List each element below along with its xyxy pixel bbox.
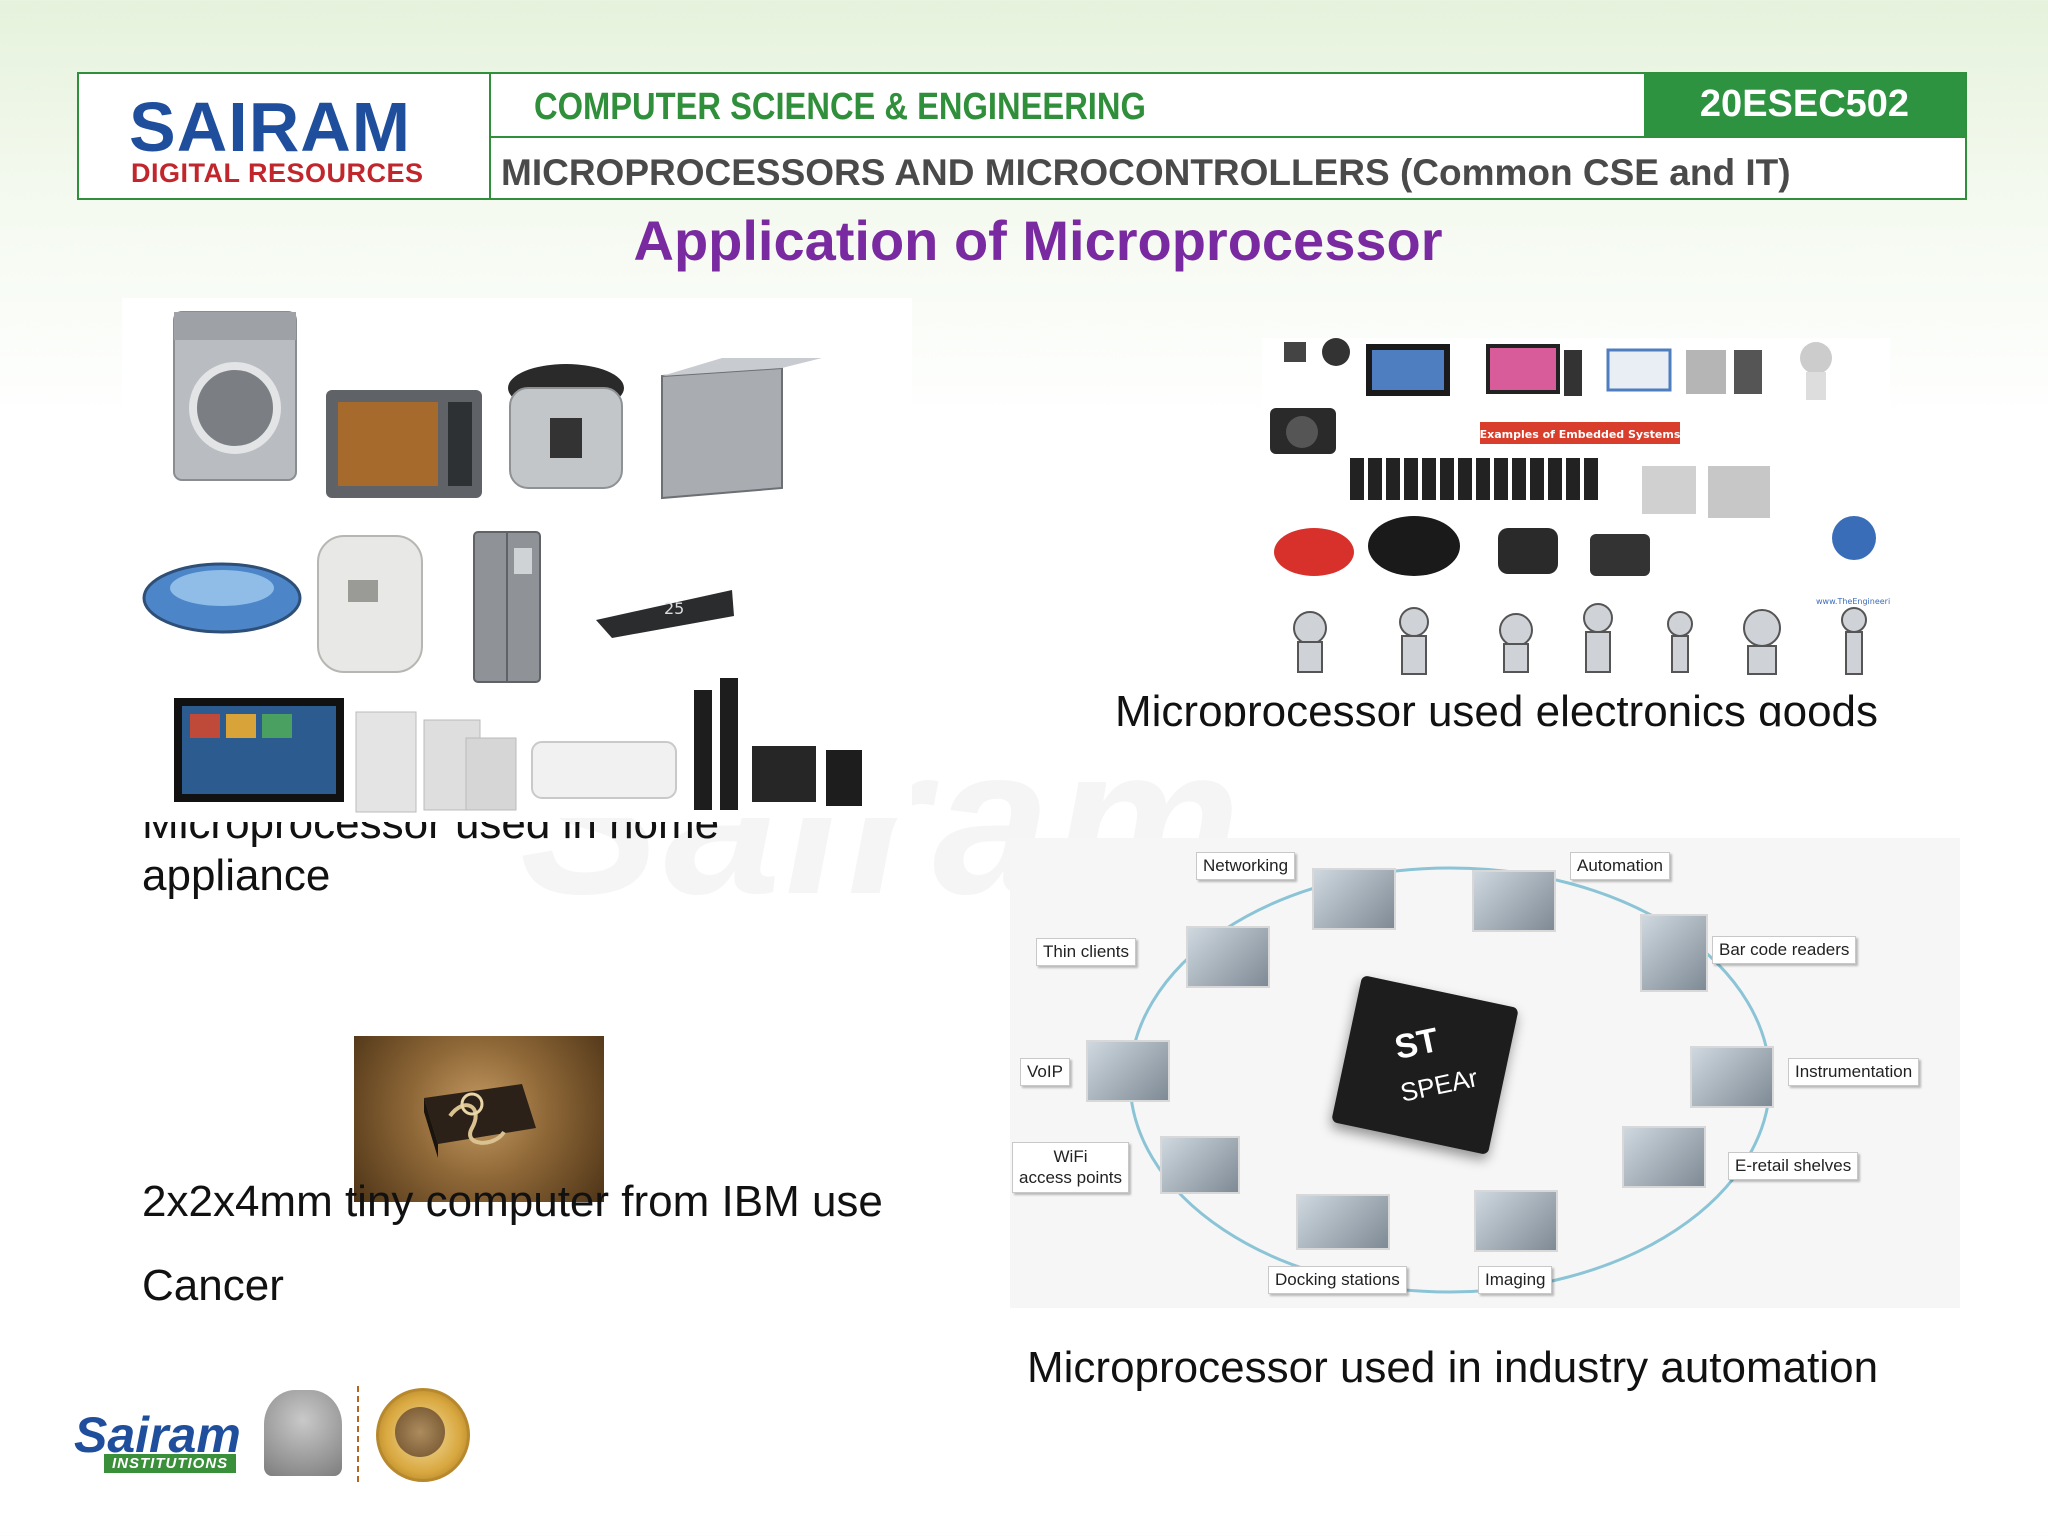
automation-image [1472, 870, 1556, 932]
e-retail-label: E-retail shelves [1728, 1152, 1859, 1180]
department-title: COMPUTER SCIENCE & ENGINEERING [534, 86, 1146, 128]
sairam-institutions-logo: Sairam [74, 1407, 241, 1463]
home-appliance-caption-line2: appliance [142, 851, 331, 900]
wifi-label: WiFi access points [1012, 1142, 1129, 1193]
docking-station-image [1296, 1194, 1390, 1250]
digital-resources-label: DIGITAL RESOURCES [131, 158, 424, 188]
instrumentation-image [1690, 1046, 1774, 1108]
electronics-credit: www.TheEngineeringProjects.com [1816, 597, 1890, 606]
slide-header: SAIRAM DIGITAL RESOURCES COMPUTER SCIENC… [77, 72, 1967, 200]
docking-stations-label: Docking stations [1268, 1266, 1407, 1294]
sairam-logo: SAIRAM [129, 88, 412, 166]
embedded-systems-banner: Examples of Embedded Systems [1480, 428, 1681, 441]
automation-label: Automation [1570, 852, 1670, 880]
ibm-chip-illustration [424, 1084, 536, 1158]
instrumentation-label: Instrumentation [1788, 1058, 1920, 1086]
subject-title: MICROPROCESSORS AND MICROCONTROLLERS (Co… [501, 152, 1791, 193]
ibm-caption-line2: Cancer [142, 1261, 284, 1310]
ibm-caption-line1: 2x2x4mm tiny computer from IBM use [142, 1177, 883, 1226]
home-appliances-illustration: 25 [142, 311, 862, 813]
institutions-tag: INSTITUTIONS [104, 1454, 237, 1473]
bar-code-readers-label: Bar code readers [1712, 936, 1857, 964]
electronics-illustration: Examples of Embedded Systems www.TheEngi… [1270, 338, 1952, 675]
networking-label: Networking [1196, 852, 1296, 880]
course-code-cell: 20ESEC502 [1644, 74, 1965, 136]
wifi-label-line2: access points [1019, 1168, 1122, 1188]
networking-image [1312, 868, 1396, 930]
wifi-access-point-image [1160, 1136, 1240, 1194]
e-retail-image [1622, 1126, 1706, 1188]
thin-clients-label: Thin clients [1036, 938, 1136, 966]
slide-title: Application of Microprocessor [633, 209, 1443, 272]
wifi-label-line1: WiFi [1053, 1147, 1088, 1166]
imaging-label: Imaging [1478, 1266, 1553, 1294]
home-appliance-caption-line1: Microprocessor used in home [142, 799, 720, 848]
header-logo-cell: SAIRAM DIGITAL RESOURCES [79, 74, 491, 198]
imaging-image [1474, 1190, 1558, 1252]
voip-image [1086, 1040, 1170, 1102]
thin-clients-image [1186, 926, 1270, 988]
founder-portrait-image [264, 1390, 342, 1476]
bar-code-reader-image [1640, 914, 1708, 992]
home-appliances-image: 25 [122, 298, 912, 818]
ibm-tiny-computer-image [354, 1036, 604, 1202]
header-divider [491, 136, 1967, 138]
industry-caption: Microprocessor used in industry automati… [1027, 1343, 1879, 1392]
course-code: 20ESEC502 [1699, 83, 1910, 125]
voip-label: VoIP [1020, 1058, 1070, 1086]
electronics-caption: Microprocessor used electronics goods [1115, 687, 1879, 736]
seal-portrait [395, 1407, 445, 1457]
svg-text:25: 25 [664, 599, 684, 618]
footer-divider [357, 1386, 359, 1482]
electronics-goods-image: Examples of Embedded Systems www.TheEngi… [1262, 338, 1952, 700]
